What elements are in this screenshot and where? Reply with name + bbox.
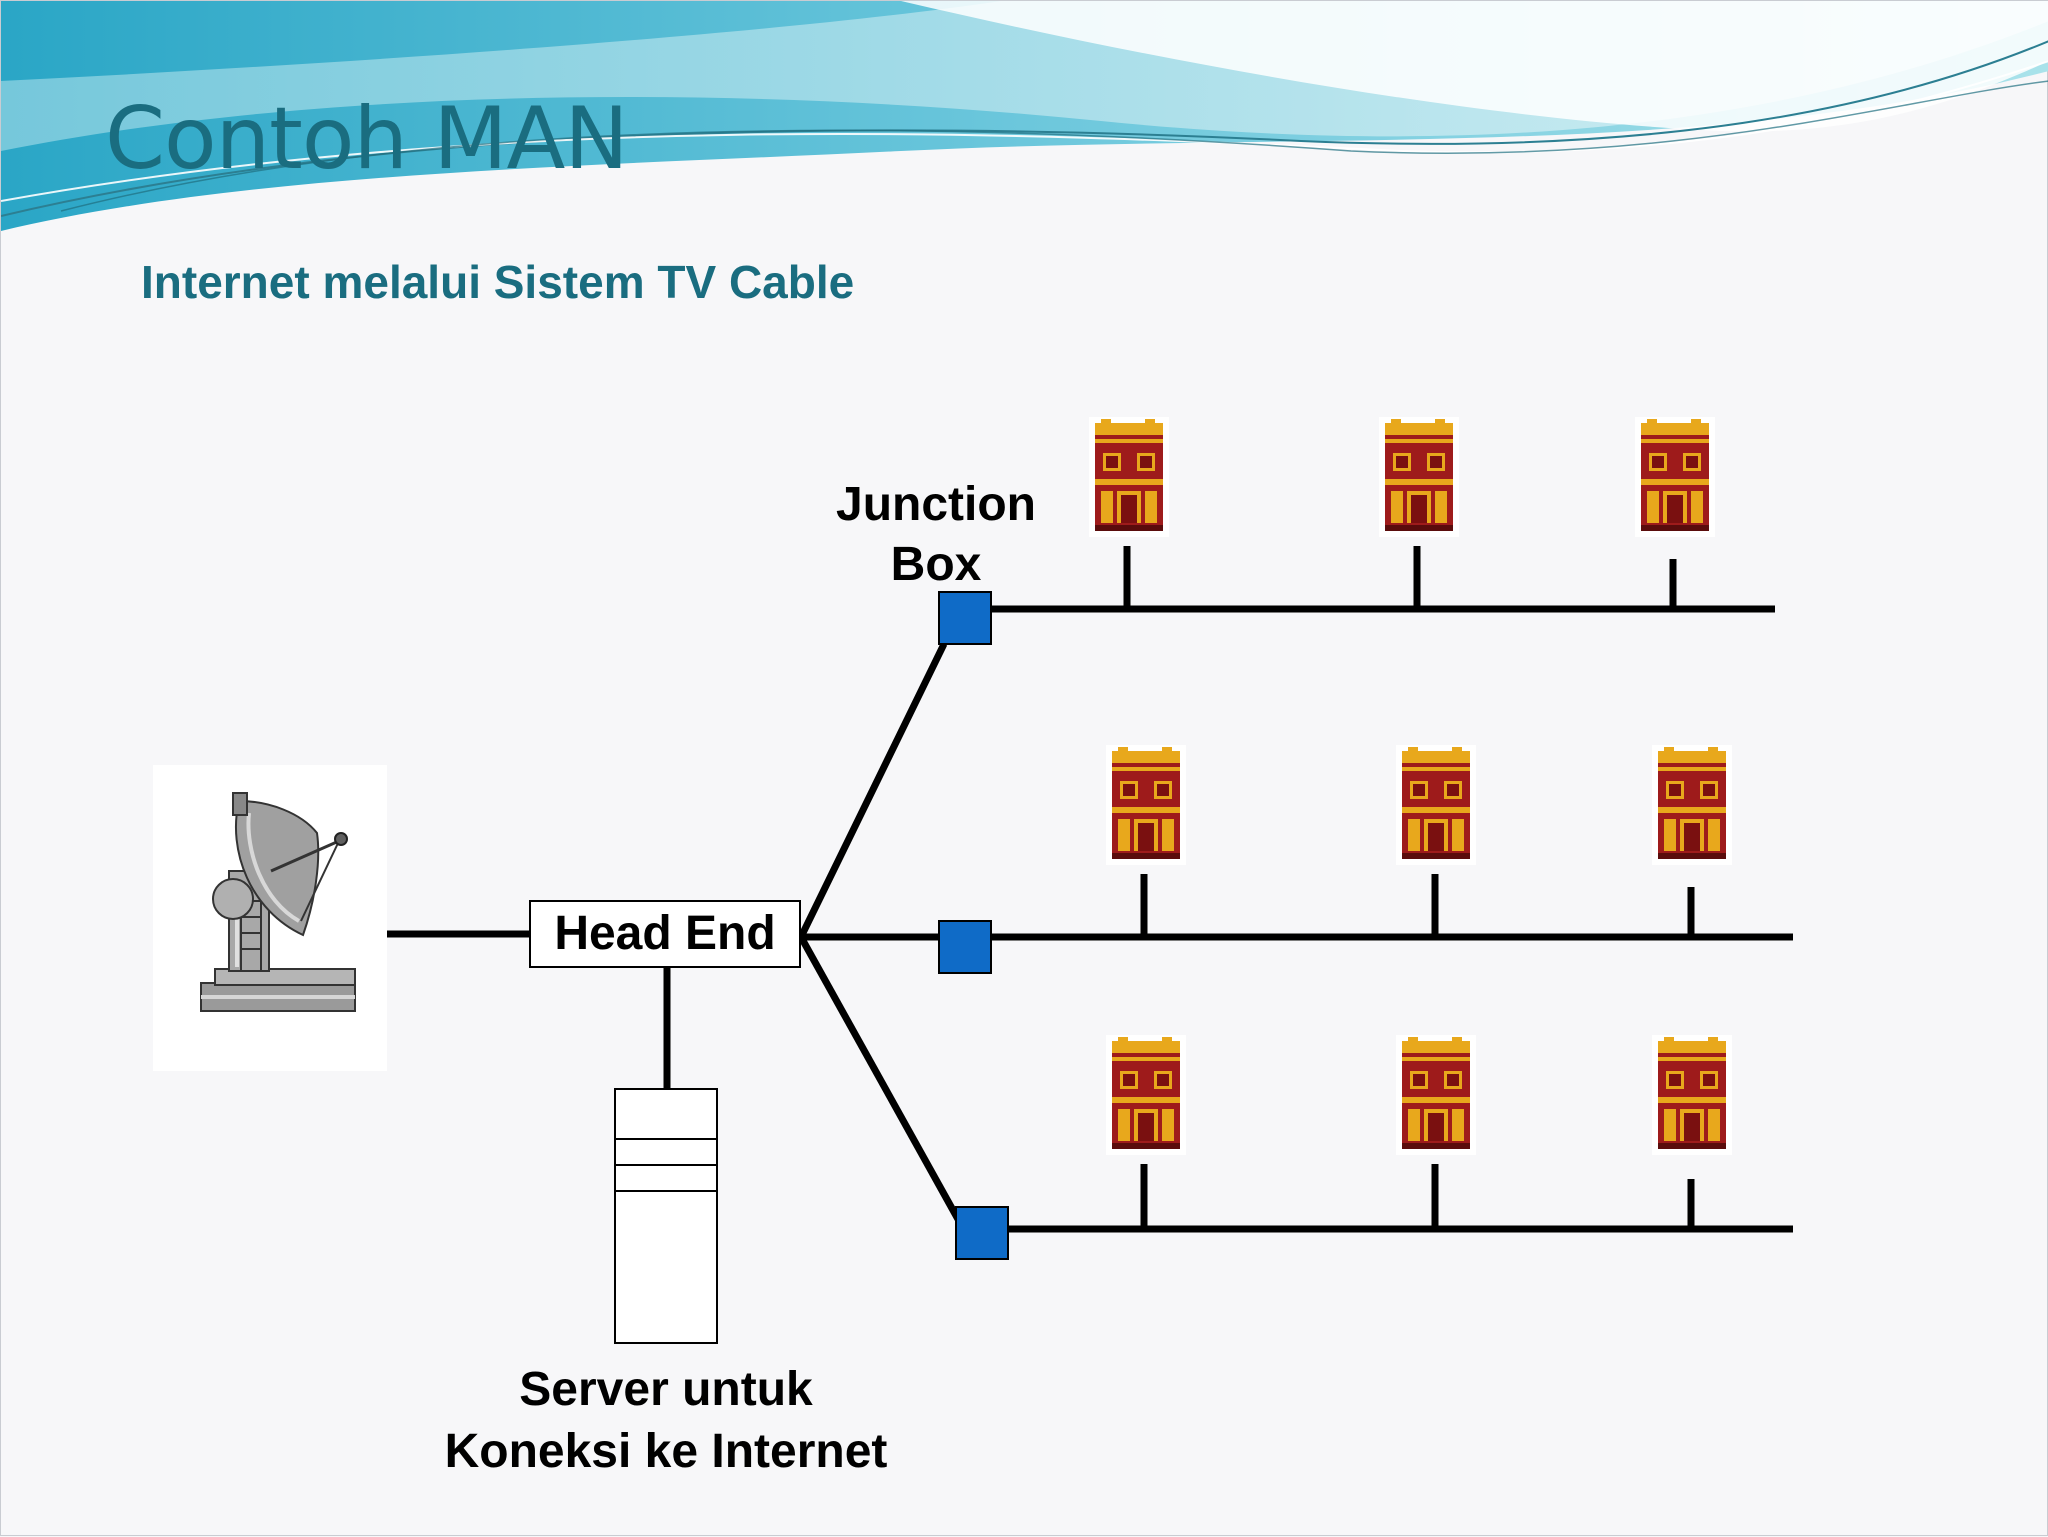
house-icon: [1396, 1035, 1476, 1155]
junction-box-icon: [938, 591, 992, 645]
house-icon: [1652, 745, 1732, 865]
server-label: Server untuk Koneksi ke Internet: [401, 1359, 931, 1483]
server-tower-icon: [614, 1088, 718, 1344]
house-icon: [1106, 745, 1186, 865]
junction-box-label: Junction Box: [791, 475, 1081, 595]
server-label-line2: Koneksi ke Internet: [444, 1425, 888, 1478]
page-title: Contoh MAN: [105, 89, 629, 189]
slide-subtitle: Internet melalui Sistem TV Cable: [141, 256, 855, 308]
junction-box-icon: [955, 1206, 1009, 1260]
house-icon: [1652, 1035, 1732, 1155]
house-icon: [1106, 1035, 1186, 1155]
house-icon: [1635, 417, 1715, 537]
junction-box-label-line1: Junction: [836, 478, 1036, 531]
head-end-box: Head End: [529, 900, 801, 968]
house-icon: [1396, 745, 1476, 865]
house-icon: [1089, 417, 1169, 537]
junction-box-label-line2: Box: [890, 538, 982, 591]
satellite-dish-icon: [153, 765, 387, 1071]
house-icon: [1379, 417, 1459, 537]
cable-lines: [377, 546, 1793, 1233]
server-label-line1: Server untuk: [519, 1363, 813, 1416]
junction-box-icon: [938, 920, 992, 974]
header-wave: [1, 1, 2048, 231]
